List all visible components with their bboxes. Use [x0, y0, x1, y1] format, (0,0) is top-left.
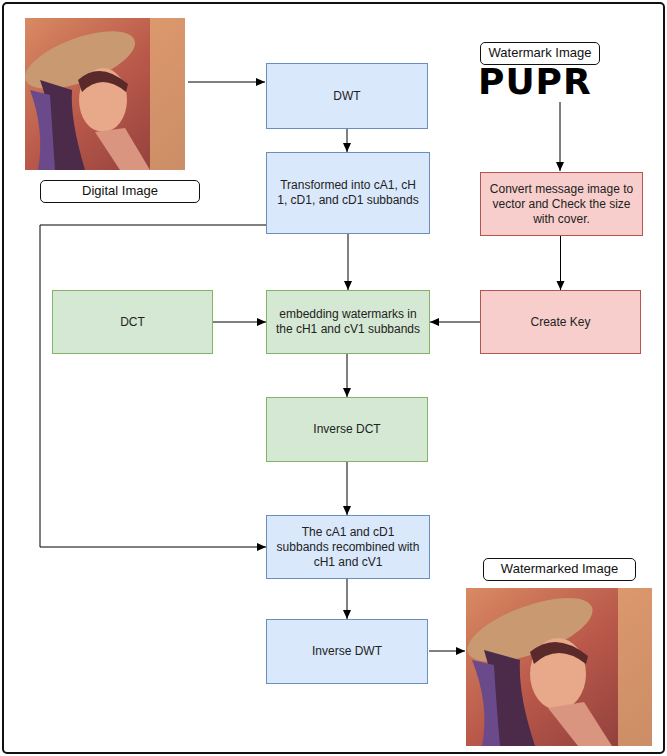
flow-arrow [348, 234, 349, 290]
flow-arrow [560, 236, 561, 290]
node-text: Watermark Image [489, 45, 592, 61]
flow-arrow [347, 129, 348, 152]
cover-photo [18, 18, 185, 170]
image-label: Digital Image [40, 180, 200, 203]
flow-arrow [213, 322, 266, 323]
node-text: DWT [333, 89, 360, 104]
process-box: The cA1 and cD1 subbands recombined with… [266, 515, 430, 579]
node-text: Transformed into cA1, cH 1, cD1, and cD1… [275, 178, 421, 208]
process-box: Inverse DWT [266, 619, 428, 684]
flow-arrow [347, 462, 348, 515]
flow-arrow [430, 322, 480, 323]
flow-arrow [347, 579, 348, 619]
process-box: Convert message image to vector and Chec… [480, 172, 643, 236]
node-text: Watermarked Image [501, 561, 618, 577]
node-text: Create Key [530, 315, 590, 330]
watermarked-photo [460, 585, 652, 746]
node-text: Convert message image to vector and Chec… [489, 182, 634, 227]
process-box: Transformed into cA1, cH 1, cD1, and cD1… [266, 152, 430, 234]
node-text: Digital Image [82, 183, 158, 199]
flow-arrow [347, 354, 348, 397]
node-text: Inverse DWT [312, 644, 382, 659]
flow-arrow [40, 225, 266, 547]
process-box: Inverse DCT [266, 397, 428, 462]
image-label: Watermark Image [480, 42, 600, 65]
input-arrow [188, 82, 265, 83]
process-box: embedding watermarks in the cH1 and cV1 … [266, 290, 430, 354]
image-label: Watermarked Image [483, 558, 636, 581]
process-box: DWT [266, 63, 428, 129]
node-text: Inverse DCT [313, 422, 380, 437]
input-arrow [560, 102, 561, 171]
node-text: The cA1 and cD1 subbands recombined with… [275, 525, 421, 570]
process-box: Create Key [480, 290, 641, 354]
node-text: embedding watermarks in the cH1 and cV1 … [275, 307, 421, 337]
output-arrow [429, 651, 465, 652]
node-text: DCT [120, 315, 145, 330]
process-box: DCT [52, 290, 213, 354]
watermark-logo: PUPR [478, 64, 592, 100]
outer-frame [3, 3, 664, 753]
